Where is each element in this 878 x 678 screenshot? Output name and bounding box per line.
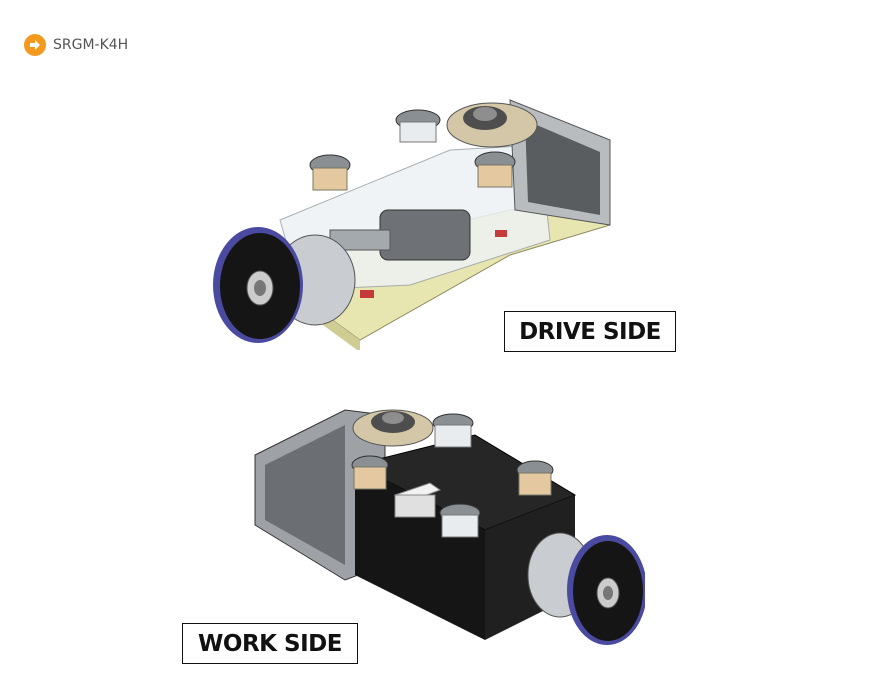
arrow-right-circle-icon bbox=[24, 34, 46, 56]
drive-side-assembly-render bbox=[213, 99, 611, 350]
page-header: SRGM-K4H bbox=[24, 34, 128, 56]
work-side-assembly-render bbox=[254, 409, 645, 645]
drive-side-label: DRIVE SIDE bbox=[504, 311, 676, 352]
work-side-label: WORK SIDE bbox=[182, 623, 358, 664]
model-name: SRGM-K4H bbox=[53, 37, 129, 53]
